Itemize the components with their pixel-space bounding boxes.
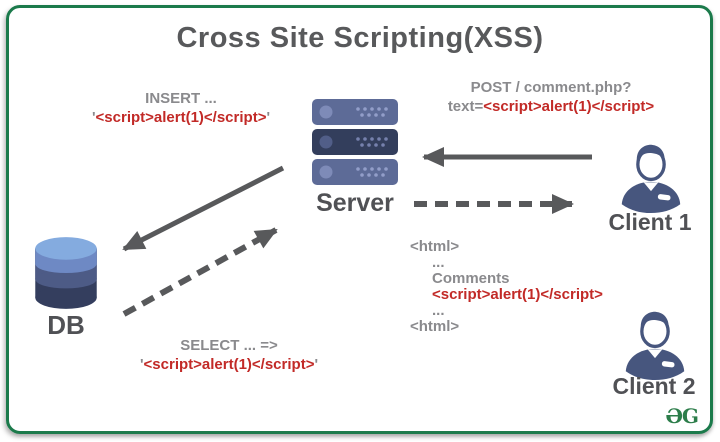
html-open-tag: <html> (410, 238, 460, 255)
html-payload: <script>alert(1)</script> (432, 286, 603, 303)
insert-payload: <script>alert(1)</script> (95, 108, 267, 126)
arrow-server-to-db (122, 165, 285, 252)
db-label: DB (47, 310, 85, 340)
quote-close: ' (314, 355, 319, 373)
insert-payload-line: '<script>alert(1)</script>' (55, 109, 307, 128)
quote-open: ' (139, 355, 144, 373)
client2-label: Client 2 (612, 373, 696, 399)
arrow-db-to-server-dashed (122, 227, 278, 317)
database-icon (35, 237, 97, 309)
quote-close: ' (266, 108, 271, 126)
quote-open: ' (91, 108, 96, 126)
insert-query-heading: INSERT ... (145, 90, 217, 107)
html-close-tag: <html> (410, 318, 460, 335)
select-query-heading: SELECT ... => (180, 337, 278, 354)
html-ellipsis-2: ... (432, 302, 445, 319)
select-query-block: SELECT ... => '<script>alert(1)</script>… (105, 337, 353, 375)
page-title: Cross Site Scripting(XSS) (176, 22, 544, 54)
select-payload: <script>alert(1)</script> (143, 355, 315, 373)
post-payload: <script>alert(1)</script> (483, 97, 655, 115)
select-payload-line: '<script>alert(1)</script>' (105, 356, 353, 375)
geeksforgeeks-logo: ƏG (665, 404, 699, 428)
html-ellipsis-1: ... (432, 254, 445, 271)
html-comments-label: Comments (432, 270, 510, 287)
client1-label: Client 1 (608, 209, 692, 235)
post-request-heading: POST / comment.php? (470, 79, 632, 96)
html-response-block: <html> ... Comments <script>alert(1)</sc… (410, 239, 603, 335)
client2-person-icon (625, 311, 685, 381)
post-prefix: text= (447, 97, 484, 115)
post-payload-line: text=<script>alert(1)</script> (412, 98, 690, 117)
post-request-block: POST / comment.php? text=<script>alert(1… (412, 79, 690, 117)
server-icon (312, 99, 398, 185)
insert-query-block: INSERT ... '<script>alert(1)</script>' (55, 90, 307, 128)
client1-person-icon (621, 144, 681, 214)
server-label: Server (316, 189, 394, 217)
